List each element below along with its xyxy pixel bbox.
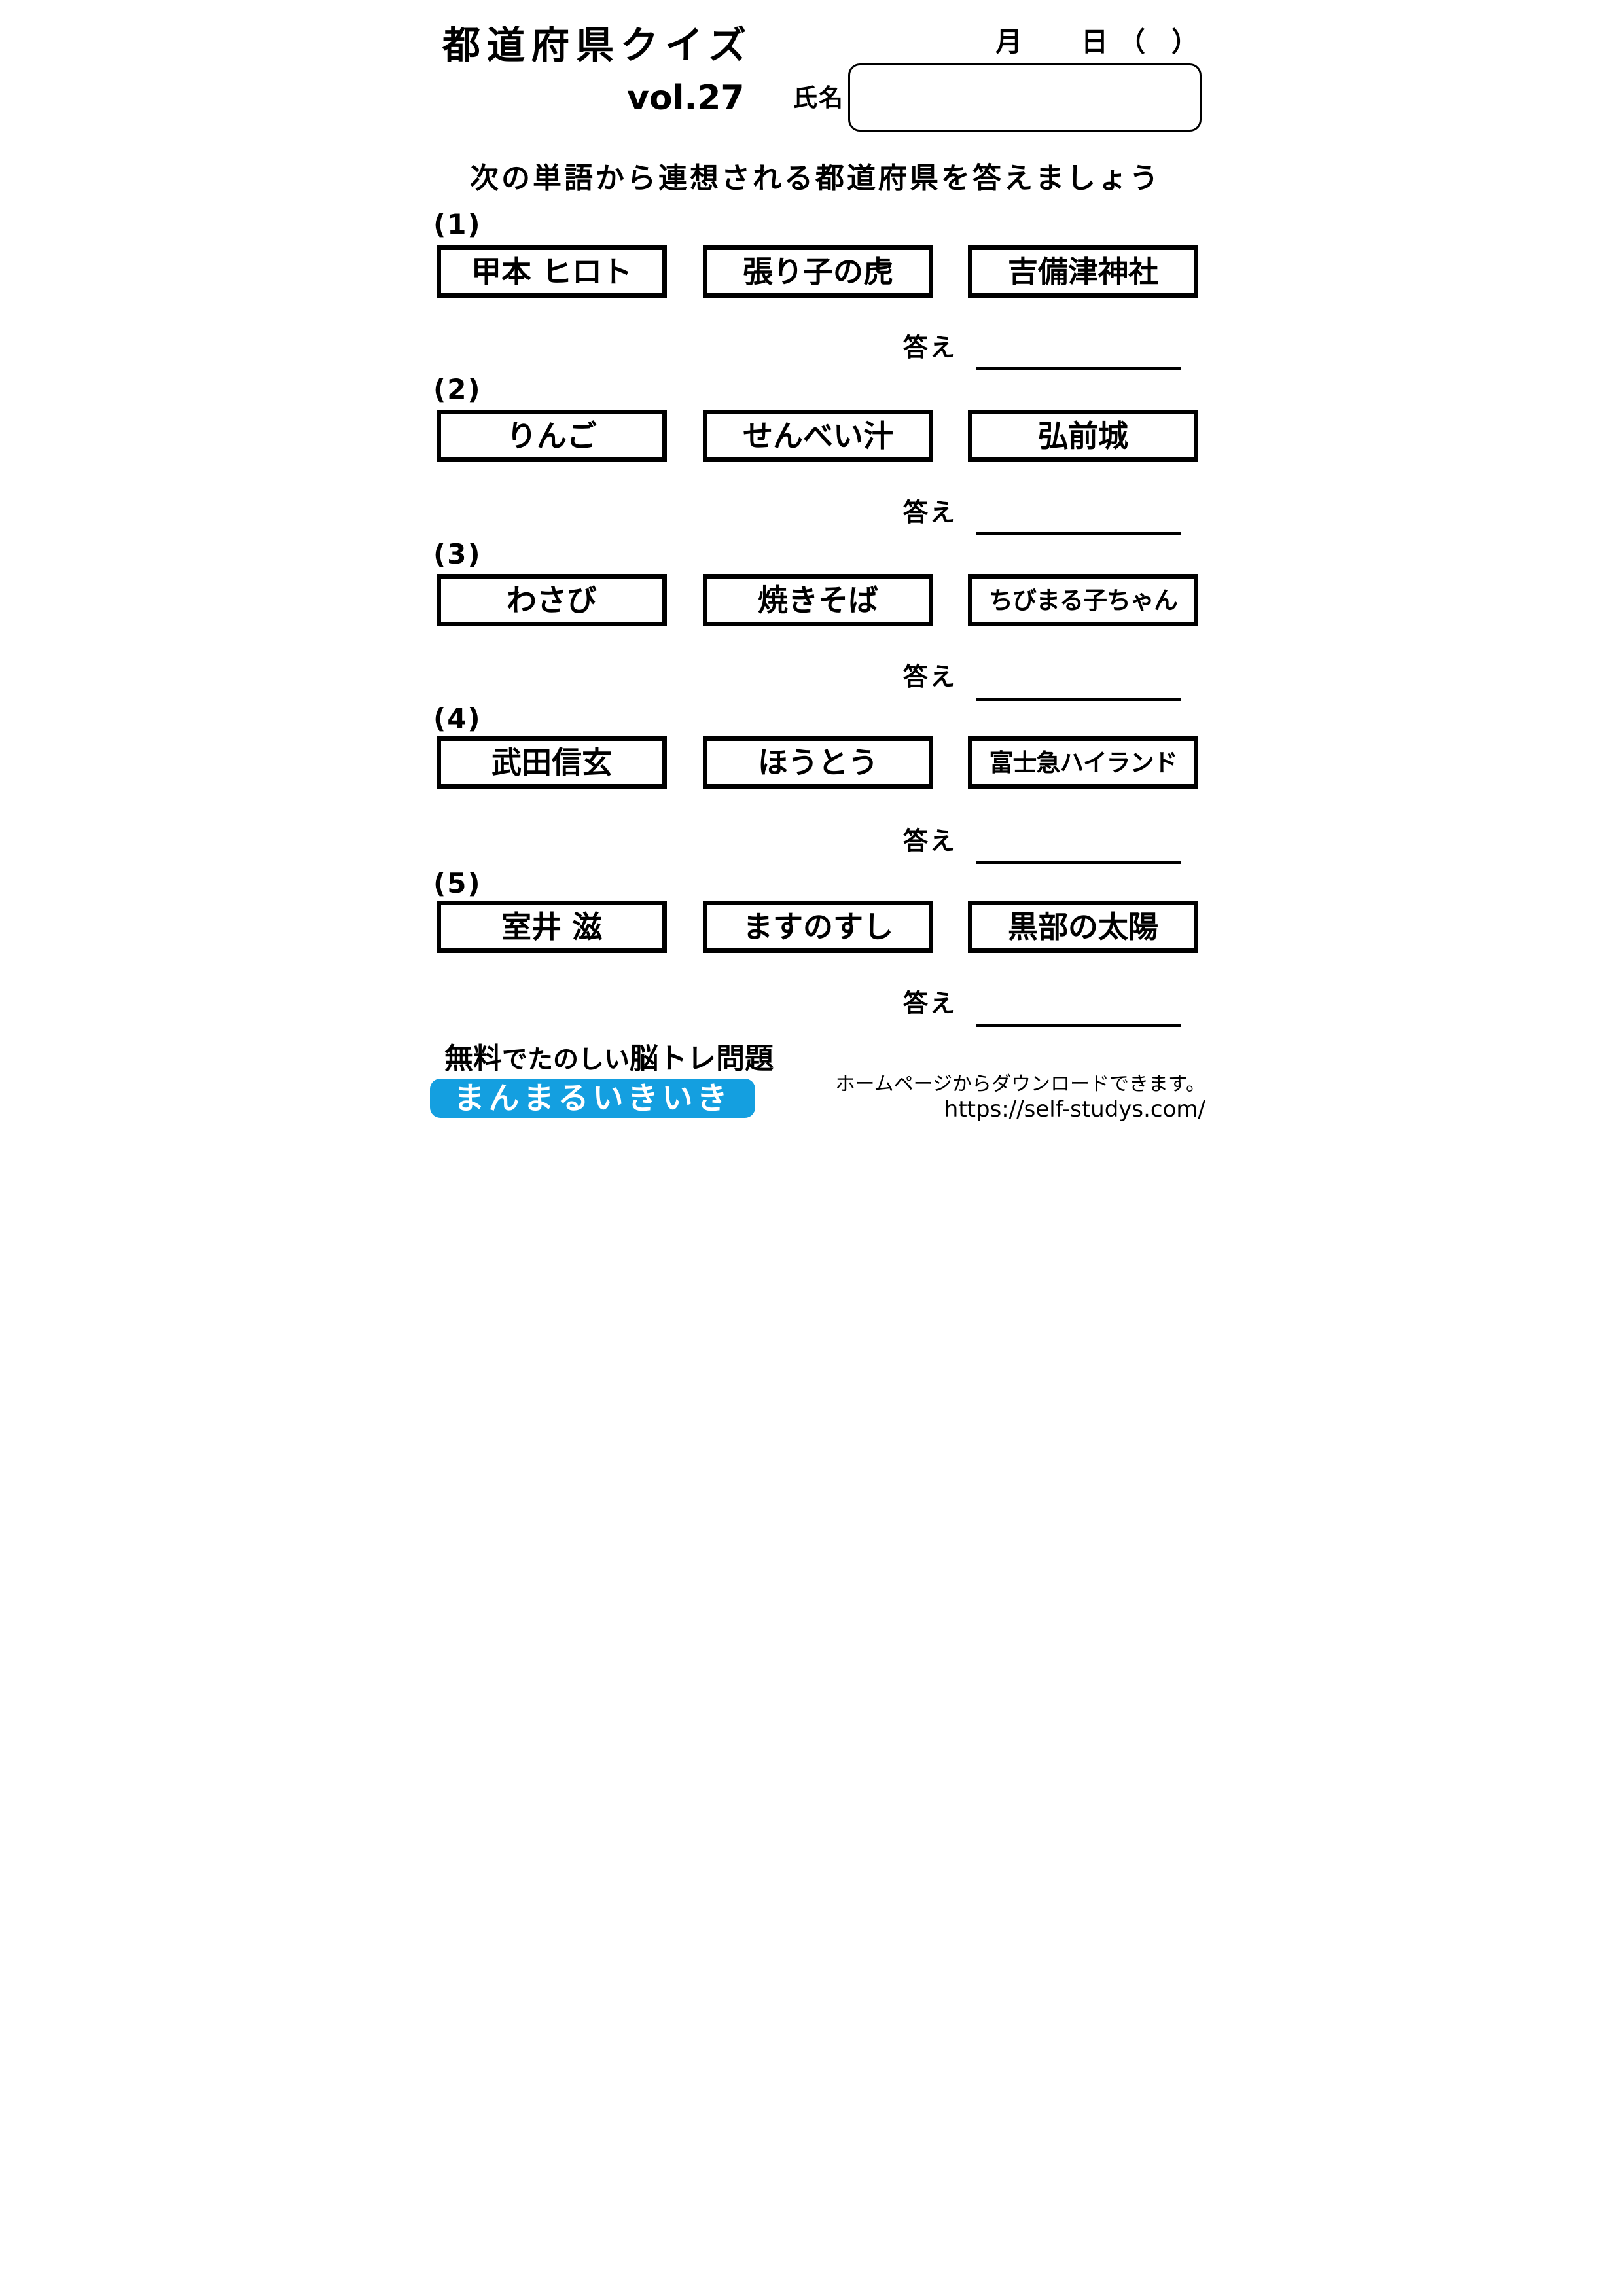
hint-text: 張り子の虎	[743, 254, 893, 289]
answer-label: 答え	[903, 333, 957, 362]
hint-box: 弘前城	[968, 410, 1198, 462]
hint-box: わさび	[437, 574, 667, 626]
date-paren-open-icon: （	[1118, 26, 1145, 58]
hint-box: 張り子の虎	[703, 245, 933, 298]
hint-text: 甲本 ヒロト	[471, 254, 632, 289]
hint-text: 武田信玄	[491, 745, 612, 780]
name-input-box[interactable]	[848, 63, 1202, 132]
answer-line[interactable]	[976, 532, 1181, 535]
worksheet-page: 都道府県クイズ vol.27 月 日 （ ） 氏名 次の単語から連想される都道府…	[406, 0, 1217, 1148]
answer-line[interactable]	[976, 698, 1181, 701]
hint-box: ちびまる子ちゃん	[968, 574, 1198, 626]
footer-right: ホームページからダウンロードできます。 https://self-studys.…	[836, 1072, 1206, 1122]
hint-text: 焼きそば	[758, 583, 878, 618]
footer-tagline: 無料でたのしい脳トレ問題	[444, 1045, 774, 1073]
answer-label: 答え	[903, 989, 957, 1018]
download-note: ホームページからダウンロードできます。	[835, 1073, 1206, 1096]
answer-line[interactable]	[976, 1024, 1181, 1027]
hint-box: 武田信玄	[437, 736, 667, 789]
hint-text: ちびまる子ちゃん	[989, 586, 1178, 615]
instruction-text: 次の単語から連想される都道府県を答えましょう	[470, 162, 1161, 195]
site-url[interactable]: https://self-studys.com/	[944, 1096, 1205, 1122]
date-paren-close-icon: ）	[1171, 26, 1198, 58]
hint-box: せんべい汁	[703, 410, 933, 462]
hint-box: 吉備津神社	[968, 245, 1198, 298]
tagline-part: 無料	[444, 1042, 502, 1075]
date-month-label: 月	[995, 26, 1022, 58]
hint-text: 室井 滋	[501, 909, 602, 944]
brand-text: まんまるいきいき	[454, 1080, 732, 1117]
hint-box: 甲本 ヒロト	[437, 245, 667, 298]
hint-box: 富士急ハイランド	[968, 736, 1198, 789]
hint-text: ほうとう	[758, 745, 878, 780]
question-number: (3)	[433, 538, 482, 570]
brand-badge: まんまるいきいき	[430, 1079, 755, 1118]
tagline-part: 脳トレ問題	[630, 1042, 774, 1075]
hint-text: 吉備津神社	[1008, 254, 1158, 289]
hint-text: 富士急ハイランド	[989, 748, 1177, 777]
answer-label: 答え	[903, 498, 957, 527]
question-number: (2)	[433, 373, 482, 405]
answer-label: 答え	[903, 662, 957, 691]
hint-box: ほうとう	[703, 736, 933, 789]
hint-box: りんご	[437, 410, 667, 462]
hint-box: 焼きそば	[703, 574, 933, 626]
hint-text: せんべい汁	[743, 418, 893, 454]
hint-box: 黒部の太陽	[968, 901, 1198, 953]
hint-text: ますのすし	[743, 909, 893, 944]
answer-line[interactable]	[976, 367, 1181, 370]
name-label: 氏名	[793, 84, 844, 112]
hint-text: りんご	[507, 418, 597, 454]
date-day-label: 日	[1081, 26, 1108, 58]
page-title: 都道府県クイズ	[442, 23, 753, 67]
hint-text: わさび	[507, 583, 597, 618]
hint-text: 弘前城	[1038, 418, 1128, 454]
answer-label: 答え	[903, 827, 957, 855]
hint-text: 黒部の太陽	[1008, 909, 1158, 944]
question-number: (1)	[433, 208, 482, 240]
question-number: (4)	[433, 702, 482, 734]
volume-label: vol.27	[627, 79, 745, 118]
question-number: (5)	[433, 867, 482, 899]
tagline-part: でたのしい	[502, 1045, 630, 1075]
answer-line[interactable]	[976, 861, 1181, 864]
hint-box: 室井 滋	[437, 901, 667, 953]
hint-box: ますのすし	[703, 901, 933, 953]
